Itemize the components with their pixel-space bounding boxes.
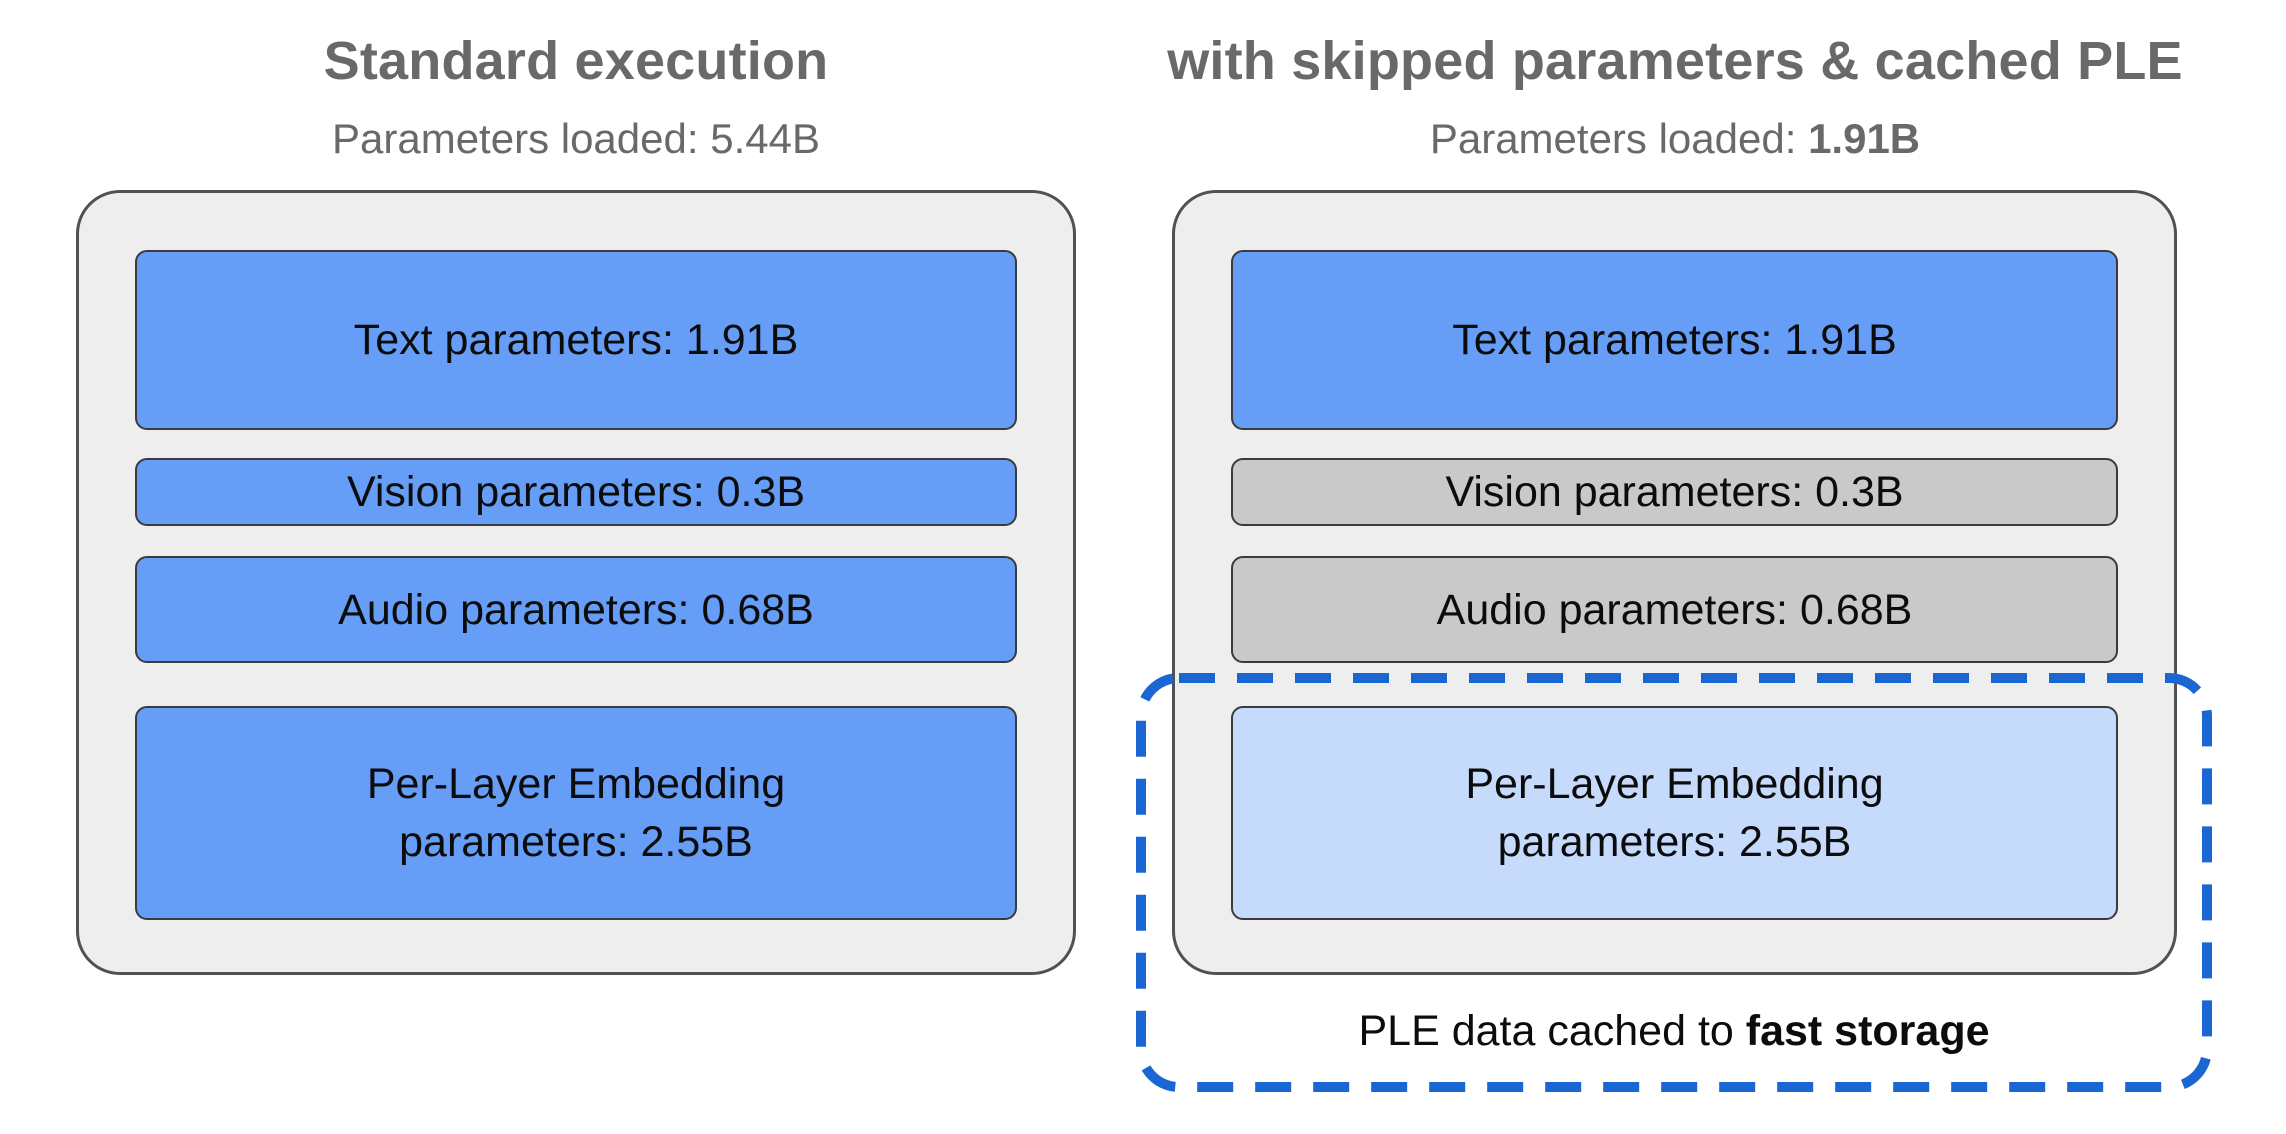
left-params-loaded-value: 5.44B [710, 115, 820, 162]
text-parameters-box-right: Text parameters: 1.91B [1231, 250, 2118, 430]
vision-parameters-label-right: Vision parameters: 0.3B [1445, 468, 1904, 516]
ple-parameters-label-left: Per-Layer Embedding parameters: 2.55B [366, 760, 786, 866]
ple-cache-dashed-outline [1136, 673, 2212, 1092]
skipped-parameters-title: with skipped parameters & cached PLE [1167, 31, 2183, 91]
ple-parameters-box-right-cached: Per-Layer Embedding parameters: 2.55B [1231, 706, 2118, 920]
left-params-loaded-label: Parameters loaded: [332, 115, 711, 162]
ple-cache-note-prefix: PLE data cached to [1358, 1007, 1746, 1055]
standard-execution-container: Text parameters: 1.91B Vision parameters… [76, 190, 1076, 975]
right-params-loaded-value: 1.91B [1808, 115, 1921, 162]
audio-parameters-label-right: Audio parameters: 0.68B [1436, 585, 1913, 634]
text-parameters-label-right: Text parameters: 1.91B [1452, 316, 1897, 364]
right-params-loaded: Parameters loaded: 1.91B [1150, 114, 2200, 164]
right-params-loaded-label: Parameters loaded: [1429, 115, 1809, 162]
ple-parameters-label-right: Per-Layer Embedding parameters: 2.55B [1465, 760, 1884, 866]
vision-parameters-box-right-skipped: Vision parameters: 0.3B [1231, 458, 2118, 526]
standard-execution-title: Standard execution [323, 31, 829, 91]
skipped-parameters-container: Text parameters: 1.91B Vision parameters… [1172, 190, 2177, 975]
audio-parameters-box-left: Audio parameters: 0.68B [135, 556, 1017, 663]
ple-parameters-box-left: Per-Layer Embedding parameters: 2.55B [135, 706, 1017, 920]
audio-parameters-box-right-skipped: Audio parameters: 0.68B [1231, 556, 2118, 663]
audio-parameters-label-left: Audio parameters: 0.68B [338, 585, 814, 634]
left-params-loaded: Parameters loaded: 5.44B [76, 114, 1076, 164]
text-parameters-box-left: Text parameters: 1.91B [135, 250, 1017, 430]
ple-cache-note: PLE data cached to fast storage [1135, 1006, 2213, 1056]
vision-parameters-label-left: Vision parameters: 0.3B [346, 468, 806, 516]
text-parameters-label-left: Text parameters: 1.91B [353, 316, 799, 364]
vision-parameters-box-left: Vision parameters: 0.3B [135, 458, 1017, 526]
ple-cache-note-emphasis: fast storage [1745, 1007, 1990, 1055]
